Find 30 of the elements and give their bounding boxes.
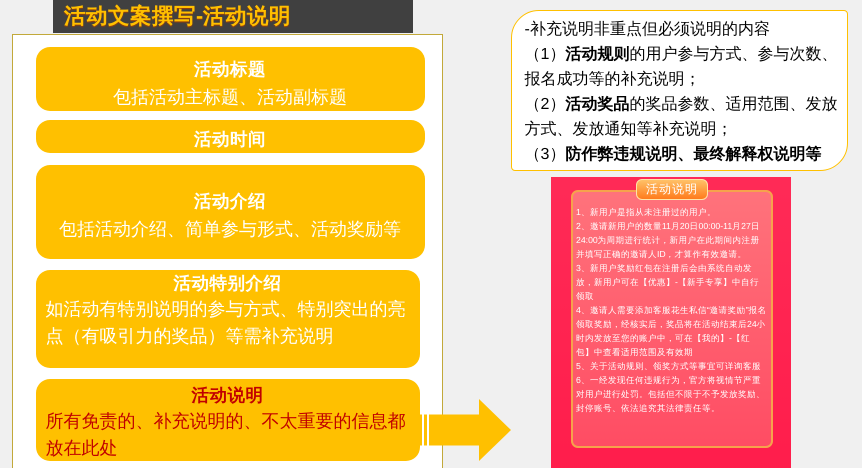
box-text: 所有免责的、补充说明的、不太重要的信息都放在此处 (46, 410, 406, 460)
section-box (36, 120, 424, 152)
box-text: 包括活动介绍、简单参与形式、活动奖励等 (59, 218, 401, 240)
box-heading: 活动说明 (192, 384, 264, 406)
note-text: （2）活动奖品的奖品参数、适用范围、发放方式、发放通知等补充说明； (524, 94, 838, 140)
heading-tab: 活动说明 (636, 179, 708, 200)
box-heading: 活动介绍 (194, 190, 266, 212)
rule-text: 2、邀请新用户的数量11月20日00:00-11月27日24:00为周期进行统计，新用户在此期间内注册并填写正确的邀请人ID，才算作有效邀请。 (576, 220, 761, 261)
rule-text: 1、新用户是指从未注册过的用户。 (576, 206, 716, 219)
rule-text: 4、邀请人需要添加客服花生私信“邀请奖励”报名领取奖励，经核实后，奖品将在活动结束后24小时内发放至您的账户中，可在【我的】-【红包】中查看适用范围及有效期 (576, 304, 767, 359)
box-text: 如活动有特别说明的参与方式、特别突出的亮点（有吸引力的奖品）等需补充说明 (46, 298, 406, 348)
box-heading: 活动标题 (194, 58, 266, 80)
rule-text: 5、关于活动规则、领奖方式等事宜可详询客服 (576, 360, 761, 373)
rule-text: 6、一经发现任何违规行为，官方将视情节严重对用户进行处罚。包括但不限于不予发放奖励、封停账号、依法追究其法律责任等。 (576, 374, 766, 415)
section-box (36, 164, 424, 258)
note-text: -补充说明非重点但必须说明的内容 (524, 20, 770, 40)
note-box (511, 10, 848, 171)
box-heading: 活动时间 (194, 128, 266, 150)
box-text: 包括活动主标题、活动副标题 (113, 86, 347, 108)
app-screenshot (551, 177, 791, 468)
note-text: （1）活动规则的用户参与方式、参与次数、报名成功等的补充说明； (524, 44, 838, 90)
title-banner: 活动文案撰写-活动说明 (53, 0, 413, 33)
section-box (36, 46, 424, 110)
content-panel (12, 34, 443, 468)
note-text: （3）防作弊违规说明、最终解释权说明等 (524, 144, 822, 165)
section-box (36, 270, 420, 368)
block-arrow (420, 399, 511, 461)
box-heading: 活动特别介绍 (174, 272, 282, 294)
rule-text: 3、新用户奖励红包在注册后会由系统自动发放，新用户可在【优惠】-【新手专享】中自行领取 (576, 262, 760, 303)
section-box (36, 378, 420, 460)
